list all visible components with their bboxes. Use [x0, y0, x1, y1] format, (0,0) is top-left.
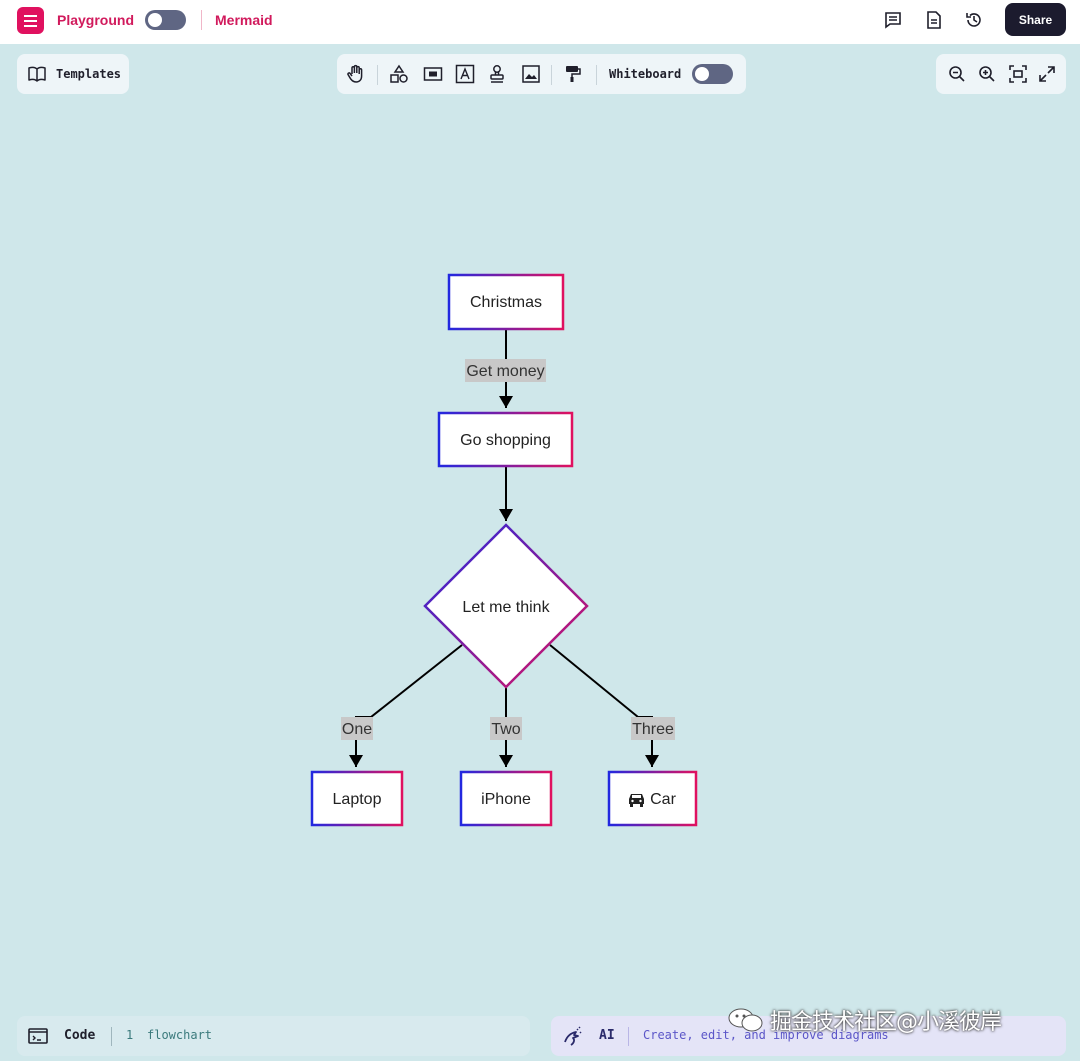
mode-label[interactable]: Mermaid [215, 12, 273, 28]
node-label: iPhone [481, 791, 531, 808]
hand-icon[interactable] [345, 63, 367, 85]
text-icon[interactable] [454, 63, 476, 85]
node-laptop[interactable]: Laptop [310, 770, 404, 827]
node-label: Car [650, 791, 676, 808]
code-preview: flowchart [147, 1028, 213, 1042]
document-icon[interactable] [923, 9, 945, 31]
shapes-icon[interactable] [388, 63, 410, 85]
edge-label-bg [341, 717, 373, 740]
edge-shopping-decision [499, 467, 513, 521]
brand-label[interactable]: Playground [57, 12, 135, 28]
edge-decision-car [549, 644, 659, 767]
code-divider [111, 1027, 112, 1046]
zoom-controls [936, 54, 1066, 94]
edge-label-three: Three [632, 721, 674, 738]
playground-toggle[interactable] [145, 10, 186, 30]
ai-panel[interactable]: AI Create, edit, and improve diagrams [551, 1016, 1066, 1056]
node-car[interactable]: Car [607, 770, 698, 827]
toolbar-divider [596, 65, 597, 85]
edge-label-two: Two [491, 721, 520, 738]
stamp-icon[interactable] [486, 63, 508, 85]
templates-label: Templates [56, 67, 122, 81]
node-label: Laptop [333, 791, 382, 808]
share-button[interactable]: Share [1005, 3, 1066, 36]
whiteboard-label: Whiteboard [609, 67, 682, 81]
code-panel[interactable]: Code 1 flowchart [17, 1016, 530, 1056]
code-label: Code [64, 1028, 96, 1043]
line-number: 1 [126, 1028, 134, 1042]
image-icon[interactable] [520, 63, 542, 85]
node-label: Christmas [470, 294, 542, 311]
ai-label: AI [599, 1028, 615, 1043]
templates-button[interactable]: Templates [17, 54, 129, 94]
code-editor-icon [28, 1027, 48, 1050]
fit-to-screen-icon[interactable] [1007, 63, 1029, 85]
node-label: Let me think [462, 599, 550, 616]
comment-icon[interactable] [882, 9, 904, 31]
tool-palette: Whiteboard [337, 54, 746, 94]
header-divider [201, 10, 202, 30]
ai-mermaid-icon [562, 1026, 584, 1051]
paint-roller-icon[interactable] [562, 63, 584, 85]
edge-label-bg [490, 717, 522, 740]
wechat-icon [728, 1007, 764, 1039]
top-bar: Playground Mermaid Share [0, 0, 1080, 44]
edge-decision-laptop [349, 644, 463, 767]
whiteboard-toggle[interactable] [692, 64, 733, 84]
container-icon[interactable] [422, 63, 444, 85]
book-icon [28, 66, 46, 82]
menu-icon[interactable] [17, 7, 44, 34]
fullscreen-icon[interactable] [1036, 63, 1058, 85]
watermark-text: 掘金技术社区@小溪彼岸 [770, 1010, 1002, 1035]
node-go-shopping[interactable]: Go shopping [437, 411, 574, 468]
node-christmas[interactable]: Christmas [447, 273, 565, 331]
zoom-in-icon[interactable] [976, 63, 998, 85]
car-icon [629, 794, 644, 807]
edge-label-get-money: Get money [466, 363, 544, 380]
ai-divider [628, 1027, 629, 1046]
edge-label-bg [631, 717, 675, 740]
edge-label-bg [465, 359, 546, 382]
node-label: Go shopping [460, 432, 551, 449]
ai-hint: Create, edit, and improve diagrams [643, 1028, 889, 1042]
node-decision[interactable]: Let me think [423, 523, 589, 689]
toolbar-divider [551, 65, 552, 85]
toolbar-divider [377, 65, 378, 85]
history-icon[interactable] [963, 9, 985, 31]
edge-label-one: One [342, 721, 372, 738]
zoom-out-icon[interactable] [946, 63, 968, 85]
node-iphone[interactable]: iPhone [459, 770, 553, 827]
watermark: 掘金技术社区@小溪彼岸 [728, 1004, 1002, 1039]
